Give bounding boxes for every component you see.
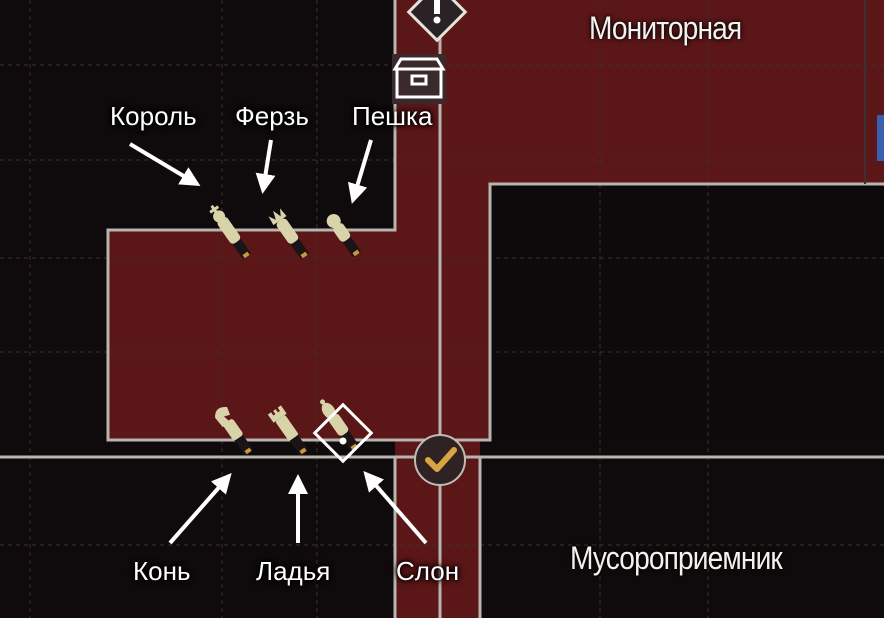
explored-area [108,0,884,618]
arrow-pawn [348,139,373,204]
chess-piece-queen[interactable] [267,206,312,261]
arrow-queen [255,139,276,194]
checkmark-icon[interactable] [414,434,466,486]
unexplored-room [491,184,884,442]
arrow-bishop [363,470,428,545]
storage-box-icon[interactable] [392,54,446,104]
chess-piece-pawn[interactable] [324,211,363,258]
room-label-monitor: Мониторная [589,10,742,46]
chess-piece-rook[interactable] [267,405,311,457]
item-marker-icon[interactable] [312,402,374,464]
arrow-knight [168,472,232,545]
label-knight: Конь [133,556,191,586]
side-scroll-tab[interactable] [877,115,884,161]
label-rook: Ладья [256,556,331,586]
label-bishop: Слон [396,556,460,586]
alert-marker-icon[interactable] [406,0,468,43]
annotation-arrows [128,139,428,545]
label-king: Король [110,101,197,131]
chess-piece-knight[interactable] [212,404,256,457]
arrow-king [128,142,201,187]
label-queen: Ферзь [235,101,309,131]
chess-piece-king[interactable] [207,202,252,260]
room-label-garbage: Мусороприемник [570,540,783,576]
label-pawn: Пешка [352,101,433,131]
